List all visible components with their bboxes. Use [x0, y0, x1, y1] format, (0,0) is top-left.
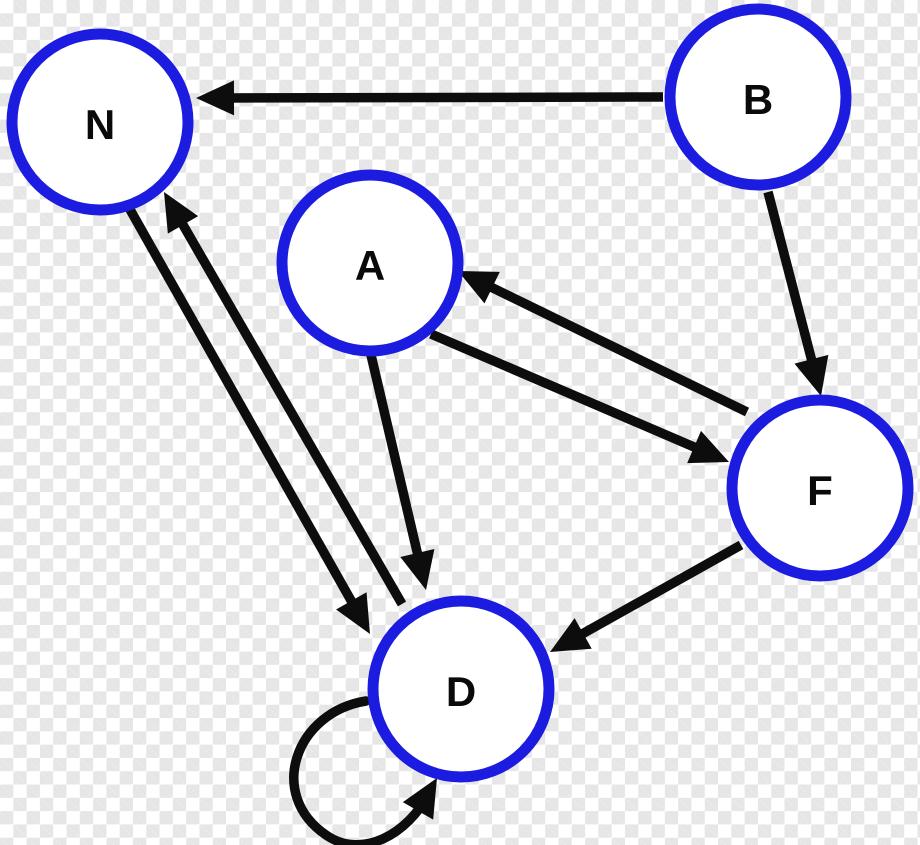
node-F: F: [726, 394, 914, 582]
edge-B-F-arrowhead: [794, 354, 829, 396]
edge-A-D-line: [366, 353, 425, 564]
edge-A-F-line: [429, 329, 705, 456]
edge-A-D: [366, 353, 435, 590]
edge-F-D-arrowhead: [550, 618, 592, 652]
edge-A-F: [429, 329, 729, 464]
edge-B-N-arrowhead: [196, 80, 235, 116]
node-B-circle: [664, 3, 852, 191]
edge-N-D: [123, 203, 370, 634]
edge-B-N-line: [224, 92, 664, 103]
edge-F-A: [458, 271, 750, 417]
node-B-label: B: [743, 76, 773, 123]
edge-B-N: [196, 80, 664, 116]
edge-F-D-line: [572, 540, 744, 643]
node-D-label: D: [446, 668, 476, 715]
edge-N-D-arrowhead: [336, 592, 370, 634]
node-N-circle: [6, 28, 194, 216]
edge-N-D-line: [123, 203, 361, 612]
node-N-label: N: [85, 101, 115, 148]
edge-D-D-curve: [289, 696, 434, 845]
edge-A-F-arrowhead: [687, 430, 729, 464]
node-B: B: [664, 3, 852, 191]
node-D: D: [367, 595, 555, 783]
edge-D-D: [289, 696, 437, 845]
edge-F-D: [550, 540, 744, 652]
node-D-circle: [367, 595, 555, 783]
node-A-circle: [276, 169, 464, 357]
edge-F-A-line: [481, 279, 750, 417]
edge-A-D-arrowhead: [400, 549, 435, 590]
edge-F-A-arrowhead: [458, 271, 500, 304]
edge-B-F-line: [763, 190, 819, 370]
node-F-circle: [726, 394, 914, 582]
node-A: A: [276, 169, 464, 357]
node-A-label: A: [355, 242, 385, 289]
edge-D-D-arrowhead: [402, 778, 437, 820]
node-N: N: [6, 28, 194, 216]
node-F-label: F: [807, 467, 833, 514]
edge-D-N: [164, 192, 407, 607]
edge-B-F: [763, 190, 829, 396]
edge-D-N-arrowhead: [164, 192, 199, 234]
edge-D-N-line: [174, 214, 407, 607]
